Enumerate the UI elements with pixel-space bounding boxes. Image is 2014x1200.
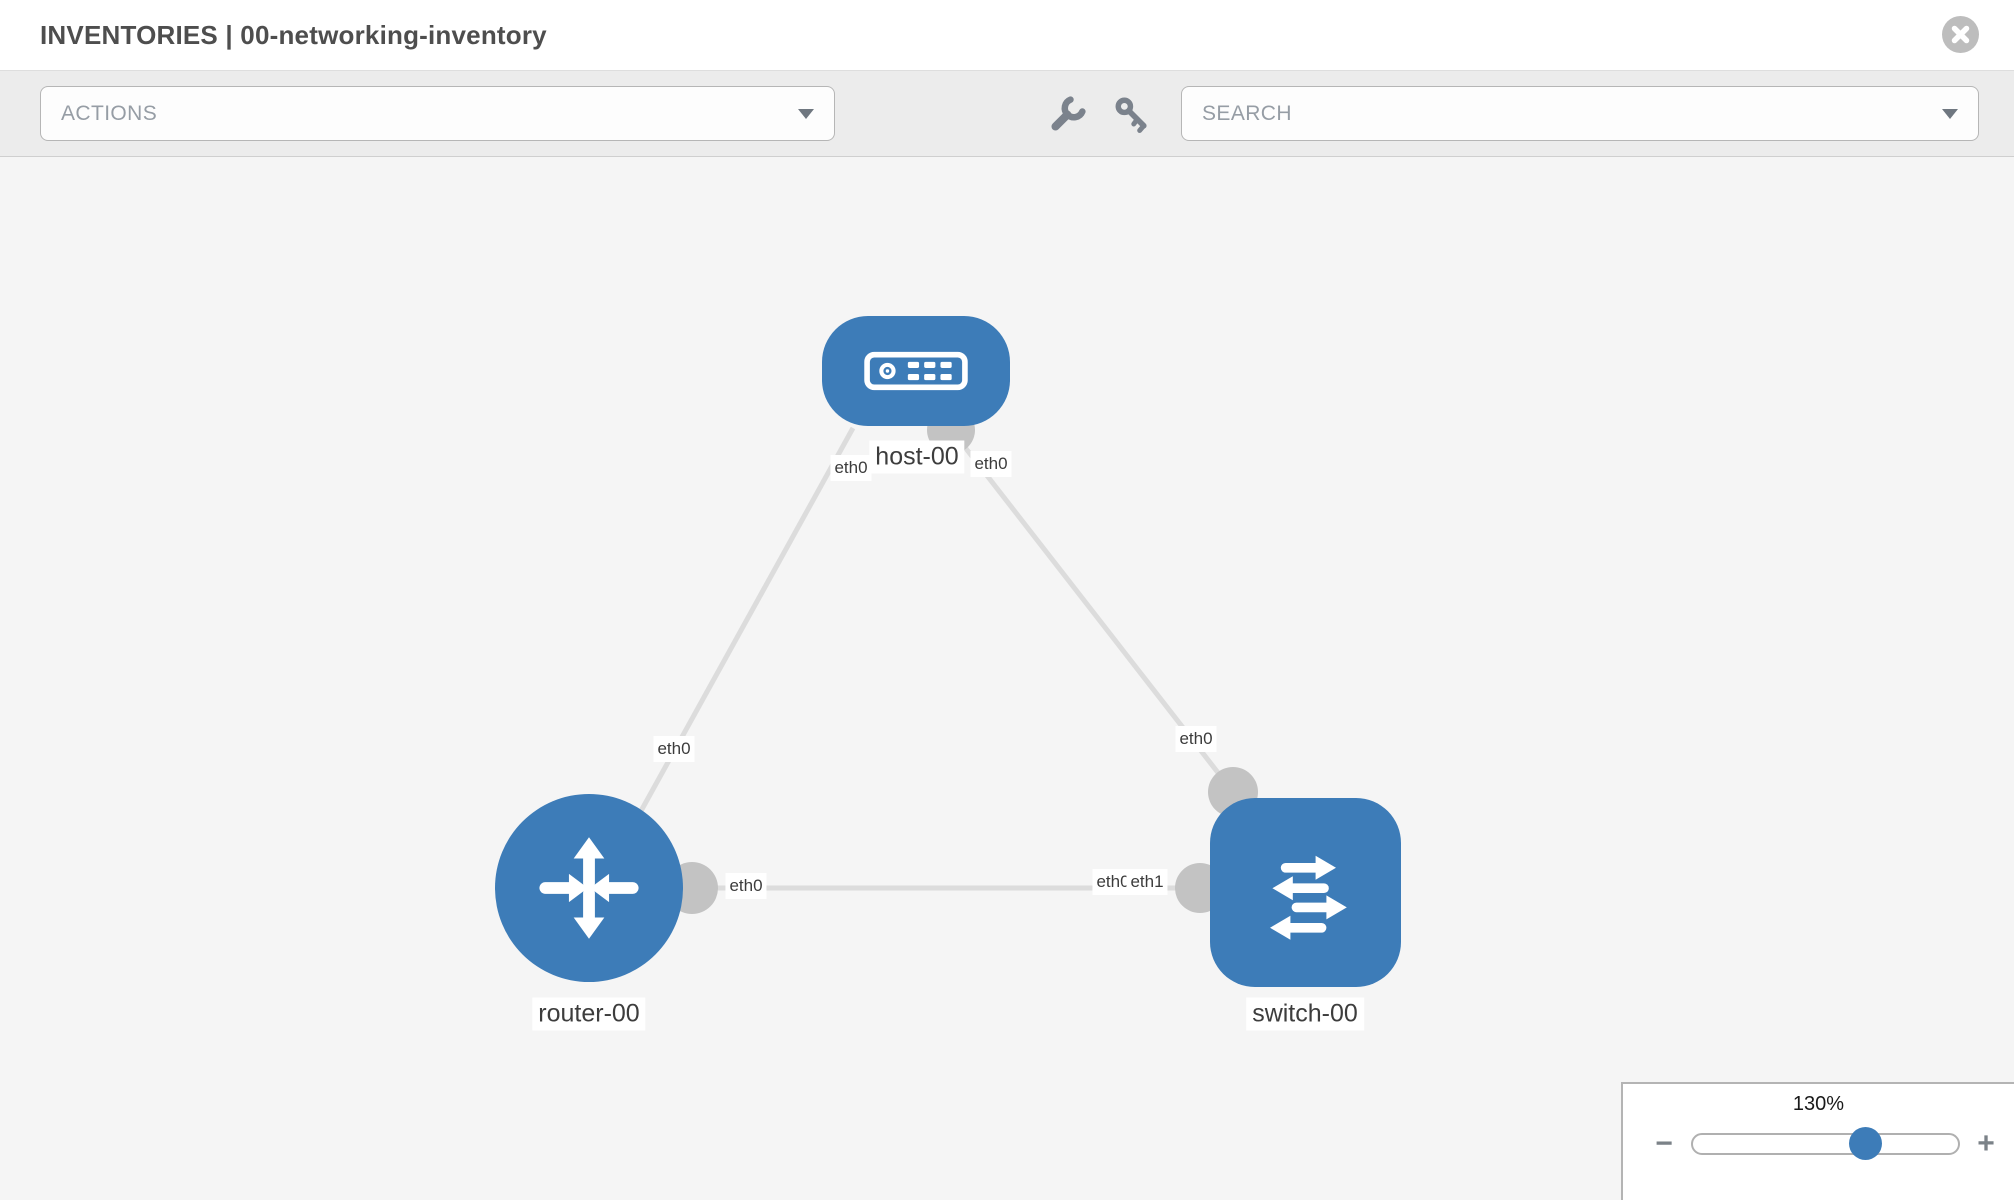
zoom-in-button[interactable]: + [1977,1127,1995,1160]
zoom-value: 130% [1792,1093,1845,1115]
server-icon [864,351,968,391]
modal-header: INVENTORIES | 00-networking-inventory [0,0,2014,70]
interface-label: eth0 [1175,726,1217,752]
search-dropdown[interactable]: SEARCH [1181,86,1979,141]
close-icon [1951,25,1970,44]
topology-graph [589,406,1258,914]
topology-canvas[interactable]: eth0 eth0 eth0 eth0 eth0 eth0 eth1 host-… [0,157,2014,1200]
key-icon [1115,97,1147,133]
interface-label: eth0 [725,873,767,899]
zoom-out-button[interactable]: − [1655,1127,1673,1160]
node-label-host-00: host-00 [869,440,965,474]
node-label-router-00: router-00 [532,997,646,1031]
actions-dropdown[interactable]: ACTIONS [40,86,835,141]
chevron-down-icon [1942,109,1958,119]
credentials-button[interactable] [1110,92,1154,136]
configure-button[interactable] [1046,92,1090,136]
interface-label: eth1 [1126,869,1168,895]
wrench-icon [1051,96,1086,131]
interface-label: eth0 [653,736,695,762]
node-label-switch-00: switch-00 [1246,997,1364,1031]
toolbar: ACTIONS SEARCH [0,70,2014,157]
interface-label: eth0 [830,455,872,481]
page-title: INVENTORIES | 00-networking-inventory [40,20,547,50]
search-placeholder: SEARCH [1202,101,1292,125]
zoom-slider-track[interactable] [1691,1127,1960,1160]
zoom-slider-thumb[interactable] [1849,1127,1882,1160]
router-arrows-icon [539,837,639,939]
node-switch-00[interactable] [1210,798,1401,987]
close-button[interactable] [1942,16,1979,53]
switch-arrows-icon [1269,855,1347,940]
zoom-panel: 130% − + [1621,1082,2014,1200]
chevron-down-icon [798,109,814,119]
node-host-00[interactable] [822,316,1010,426]
interface-label: eth0 [970,451,1012,477]
node-router-00[interactable] [495,794,683,982]
actions-dropdown-label: ACTIONS [61,101,158,125]
